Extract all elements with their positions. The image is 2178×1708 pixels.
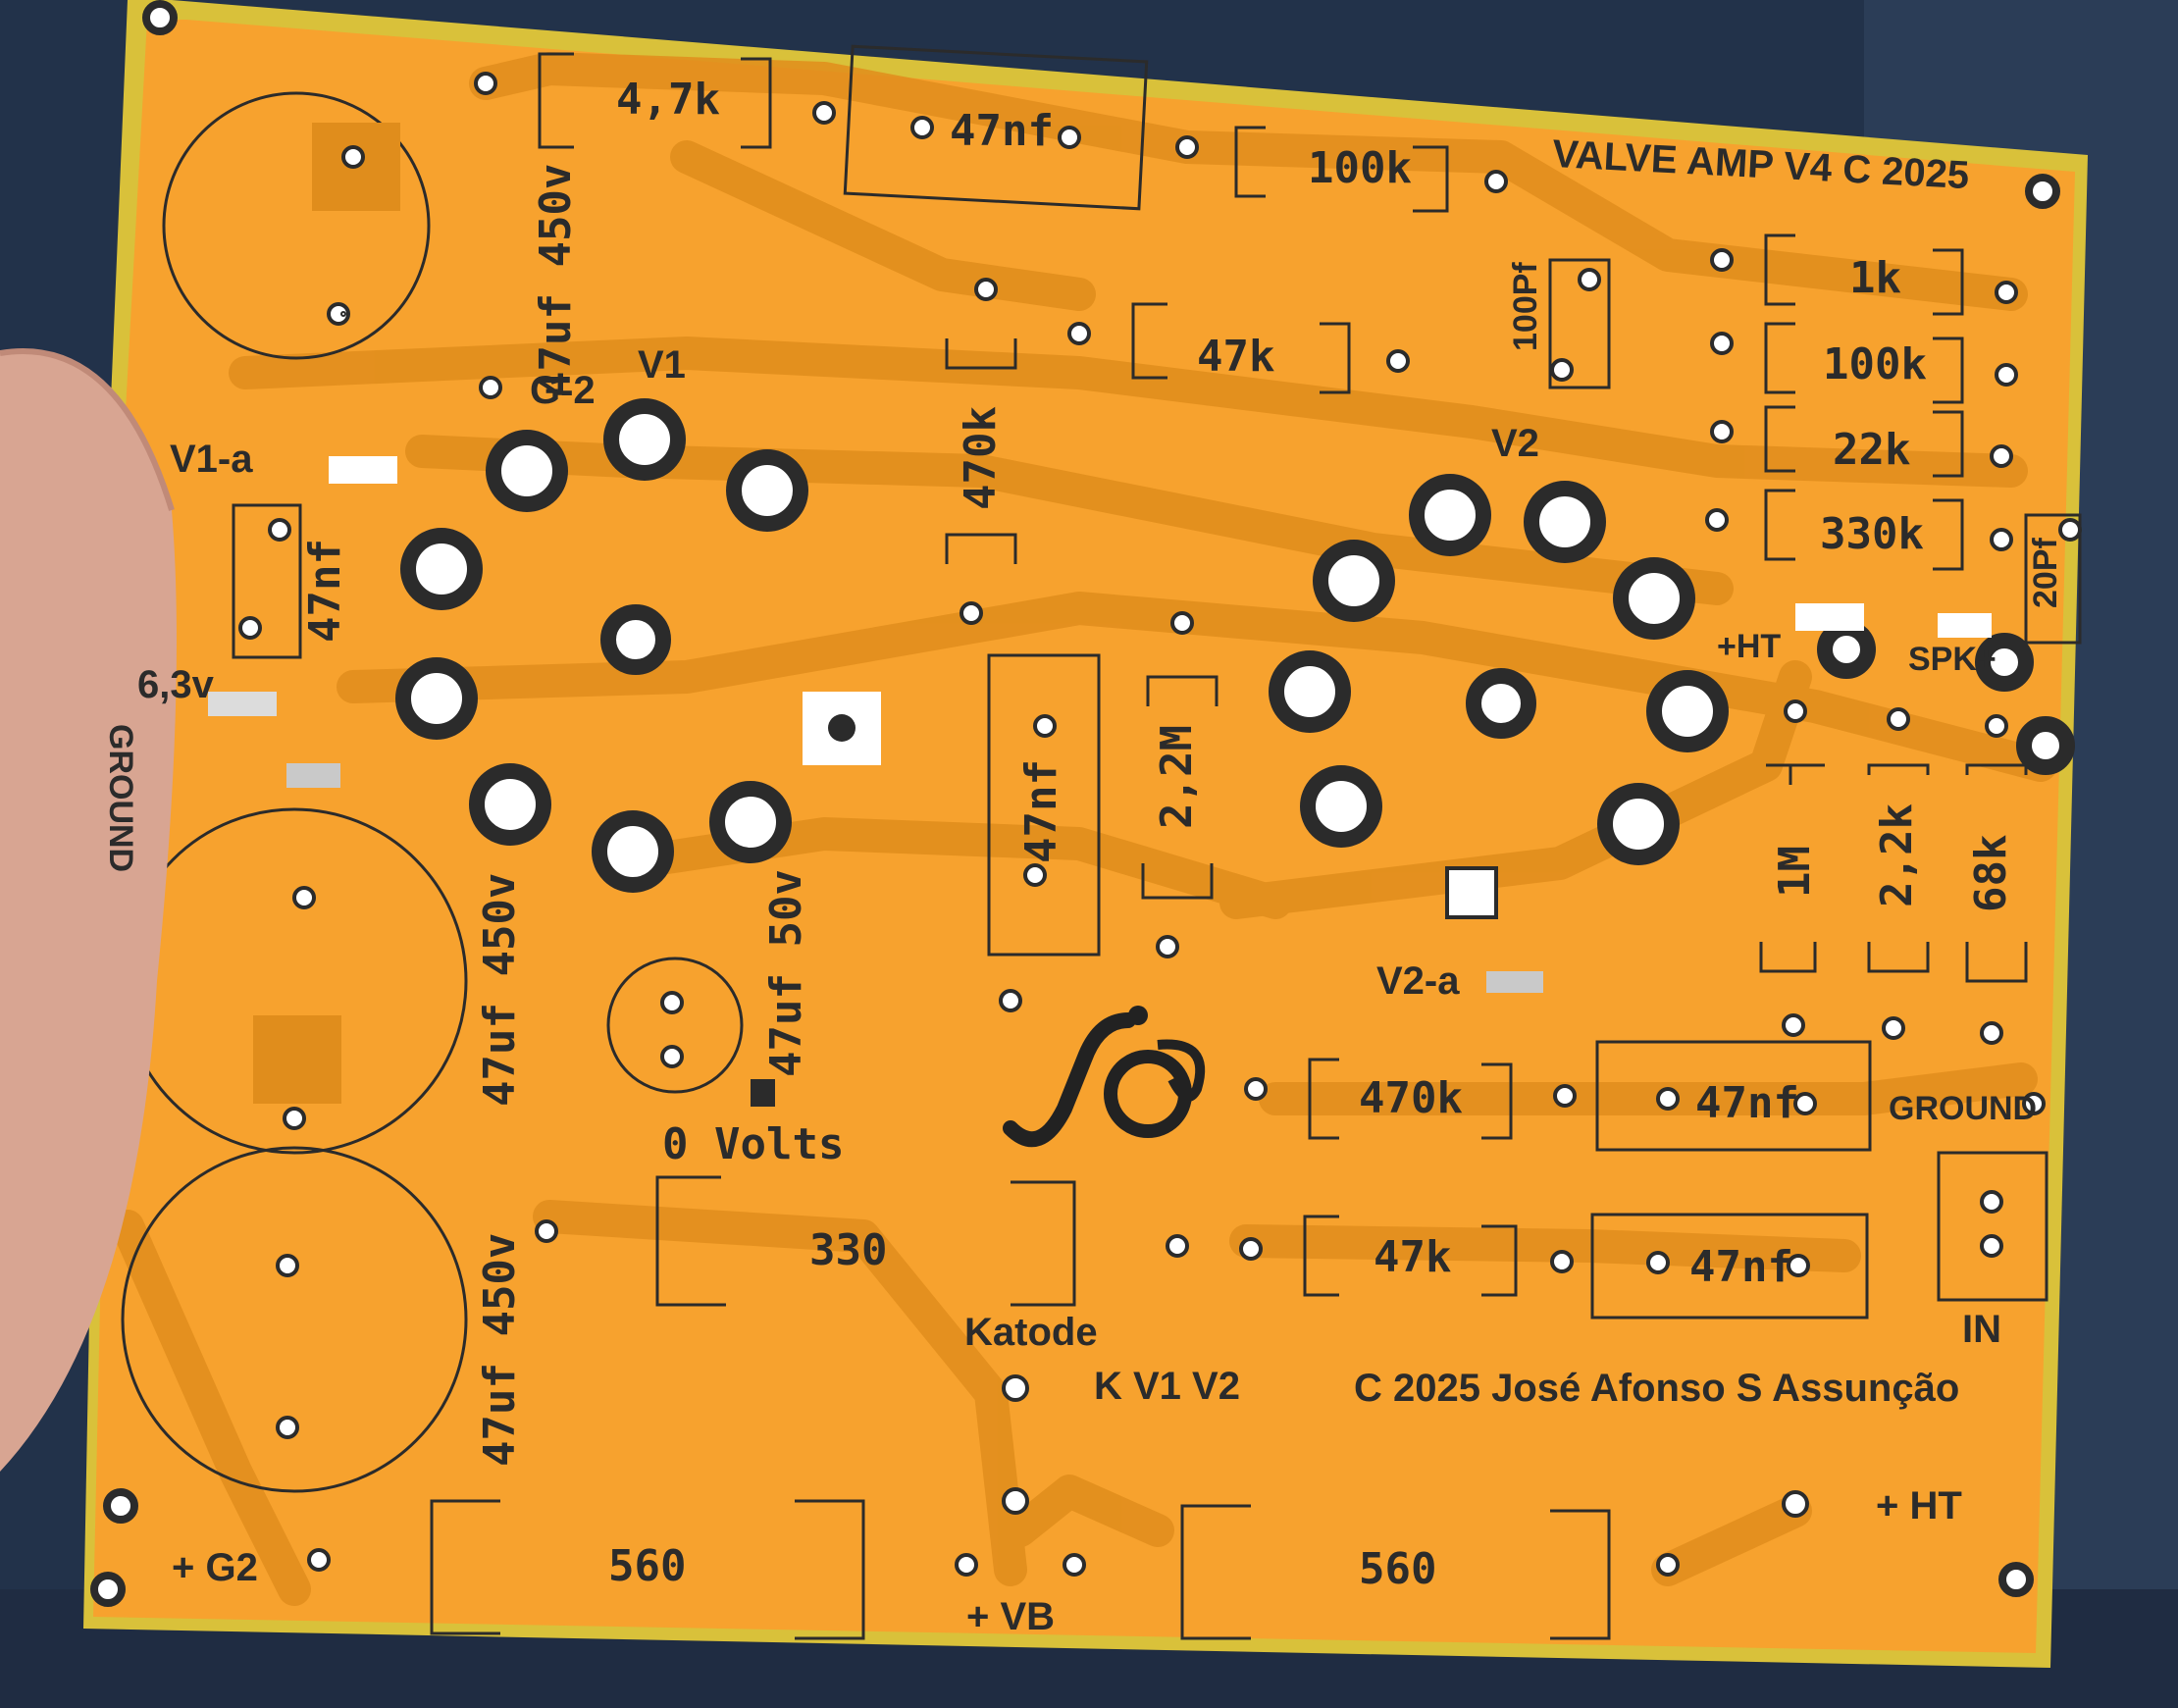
label-r-47k-low: 47k (1374, 1232, 1452, 1282)
label-c-47nf-left: 47nf (300, 539, 350, 643)
cap-top-outline (162, 91, 431, 360)
label-spk: SPK+ (1908, 641, 1996, 678)
label-r-560-left: 560 (608, 1541, 687, 1591)
label-heater: 6,3v (137, 663, 214, 706)
label-r-470k: 470k (956, 406, 1006, 510)
label-vb: + VB (966, 1595, 1056, 1638)
valve-pins (395, 398, 2075, 893)
label-r-47k-top: 47k (1197, 332, 1275, 382)
label-v1a: V1-a (170, 438, 253, 481)
copyright: C 2025 José Afonso S Assunção (1354, 1367, 1960, 1410)
label-r-330k: 330k (1820, 509, 1924, 559)
label-r-100k-top: 100k (1308, 143, 1412, 193)
label-r-2k2: 2,2k (1872, 803, 1922, 907)
label-r-470k-low: 470k (1359, 1073, 1463, 1123)
label-ground-right: GROUND (1889, 1090, 2038, 1127)
pads (238, 72, 2082, 1577)
label-cap-50v: 47uf 50v (761, 869, 811, 1077)
label-v2: V2 (1491, 422, 1539, 465)
label-v1: V1 (638, 343, 686, 387)
cap-bot-outline (121, 1146, 468, 1493)
label-katode: Katode (964, 1311, 1098, 1354)
label-ht-bot: + HT (1876, 1484, 1962, 1527)
label-r-330: 330 (809, 1225, 888, 1275)
label-r-22k: 22k (1833, 425, 1911, 475)
label-in: IN (1962, 1308, 2001, 1351)
label-ht-mid: +HT (1717, 628, 1782, 665)
label-c-47nf-top: 47nf (950, 106, 1054, 156)
label-r-2m2: 2,2M (1152, 725, 1202, 829)
label-c-47nf-center: 47nf (1016, 759, 1066, 863)
logo (1003, 1006, 1206, 1148)
component-outlines (232, 44, 2082, 1640)
label-cap-top: 47uf 450v (531, 163, 581, 397)
label-r-560-right: 560 (1359, 1544, 1437, 1594)
label-g2-plus: + G2 (172, 1546, 258, 1589)
label-v2a: V2-a (1376, 959, 1460, 1003)
label-c-100pf: 100Pf (1507, 262, 1544, 351)
label-cap-mid: 47uf 450v (475, 872, 525, 1107)
label-r-1k: 1k (1849, 253, 1901, 303)
label-r-1m: 1M (1770, 846, 1820, 898)
cap-50v-outline (606, 957, 744, 1094)
label-c-47nf-low2: 47nf (1689, 1242, 1793, 1292)
label-ground-left: GROUND (102, 724, 139, 873)
label-r-100k-right: 100k (1823, 339, 1927, 389)
label-kv1v2: K V1 V2 (1094, 1365, 1240, 1408)
label-g2: G-2 (530, 369, 596, 412)
label-r-4k7: 4,7k (616, 75, 720, 125)
mounting-holes (90, 0, 2060, 1607)
label-c-47nf-low1: 47nf (1695, 1078, 1799, 1128)
label-cap-bot: 47uf 450v (475, 1232, 525, 1467)
label-r-68k: 68k (1966, 834, 2016, 912)
finger (0, 351, 177, 1472)
label-c-20pf: 20Pf (2027, 538, 2064, 608)
label-zero-volts: 0 Volts (662, 1119, 845, 1169)
